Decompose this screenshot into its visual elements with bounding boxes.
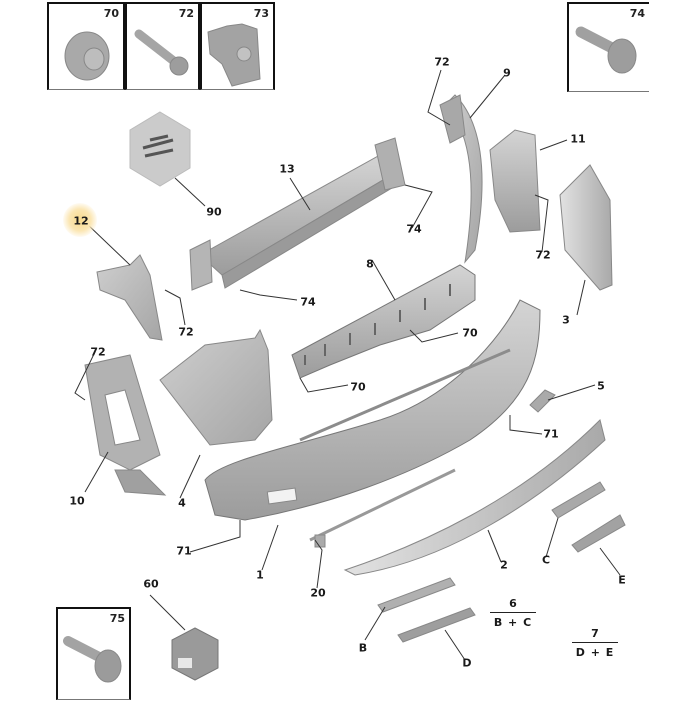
callout-E[interactable]: E [618, 573, 626, 587]
callout-10[interactable]: 10 [69, 494, 85, 508]
fastener-box-70[interactable]: 70 [47, 2, 125, 90]
reflector-5 [529, 389, 556, 413]
box-label: 70 [103, 7, 119, 20]
kit-number: 7 [591, 627, 599, 640]
callout-72[interactable]: 72 [178, 325, 194, 339]
bracket-12 [96, 254, 163, 341]
kit-7[interactable]: 7 D + E [572, 627, 618, 659]
callout-60[interactable]: 60 [143, 577, 159, 591]
fraction-bar [572, 642, 618, 643]
callout-72[interactable]: 72 [535, 248, 551, 262]
bumper-cover-1 [204, 299, 541, 521]
trim-piece-B [377, 577, 456, 613]
kit-6[interactable]: 6 D + E B + C [490, 597, 536, 629]
callout-D[interactable]: D [462, 656, 472, 670]
box-label: 72 [178, 7, 194, 20]
side-panel-3 [559, 164, 613, 291]
box-label: 73 [253, 7, 269, 20]
callout-2[interactable]: 2 [500, 558, 508, 572]
clip-nut-icon [207, 23, 261, 87]
trim-piece-E [571, 514, 626, 553]
callout-11[interactable]: 11 [570, 132, 586, 146]
trim-piece-D [397, 607, 476, 643]
flange-bolt-icon [575, 26, 637, 74]
clip-kit-90 [129, 111, 191, 187]
callout-4[interactable]: 4 [178, 496, 186, 510]
flange-nut-icon [64, 31, 110, 81]
fraction-bar [490, 612, 536, 613]
callout-8[interactable]: 8 [366, 257, 374, 271]
energy-absorber-8 [291, 264, 476, 379]
callout-71[interactable]: 71 [176, 544, 192, 558]
clip-box-60 [171, 627, 219, 681]
kit-contents: D + E [575, 646, 615, 659]
bracket-11 [489, 129, 541, 233]
fastener-box-72[interactable]: 72 [125, 2, 200, 90]
callout-90[interactable]: 90 [206, 205, 222, 219]
trim-piece-C [551, 481, 606, 519]
reinforcement-beam-13 [189, 137, 406, 291]
short-bolt-icon [134, 29, 189, 76]
callout-13[interactable]: 13 [279, 162, 295, 176]
callout-74[interactable]: 74 [300, 295, 316, 309]
side-bracket-10 [84, 354, 167, 496]
leader-lines [74, 69, 621, 661]
callout-70[interactable]: 70 [462, 326, 478, 340]
box-label: 75 [109, 612, 125, 625]
callout-70[interactable]: 70 [350, 380, 366, 394]
callout-B[interactable]: B [358, 641, 368, 655]
callout-12[interactable]: 12 [73, 214, 89, 228]
callout-5[interactable]: 5 [597, 379, 605, 393]
kit-number: 6 [509, 597, 517, 610]
highlight-marker [63, 203, 97, 237]
callout-1[interactable]: 1 [256, 568, 264, 582]
side-bracket-9 [439, 94, 483, 264]
callout-72[interactable]: 72 [434, 55, 450, 69]
callout-71[interactable]: 71 [543, 427, 559, 441]
lower-trim-2 [343, 419, 606, 576]
callout-74[interactable]: 74 [406, 222, 422, 236]
flange-bolt-icon [63, 636, 122, 683]
kit-contents: B + C [493, 616, 533, 629]
callout-9[interactable]: 9 [503, 66, 511, 80]
corner-panel-4 [159, 328, 273, 446]
fastener-box-74[interactable]: 74 [567, 2, 649, 92]
callout-20[interactable]: 20 [310, 586, 326, 600]
fastener-box-73[interactable]: 73 [200, 2, 275, 90]
fastener-box-75[interactable]: 75 [56, 607, 131, 700]
box-label: 74 [629, 7, 645, 20]
callout-72[interactable]: 72 [90, 345, 106, 359]
callout-C[interactable]: C [541, 553, 551, 567]
callout-3[interactable]: 3 [562, 313, 570, 327]
